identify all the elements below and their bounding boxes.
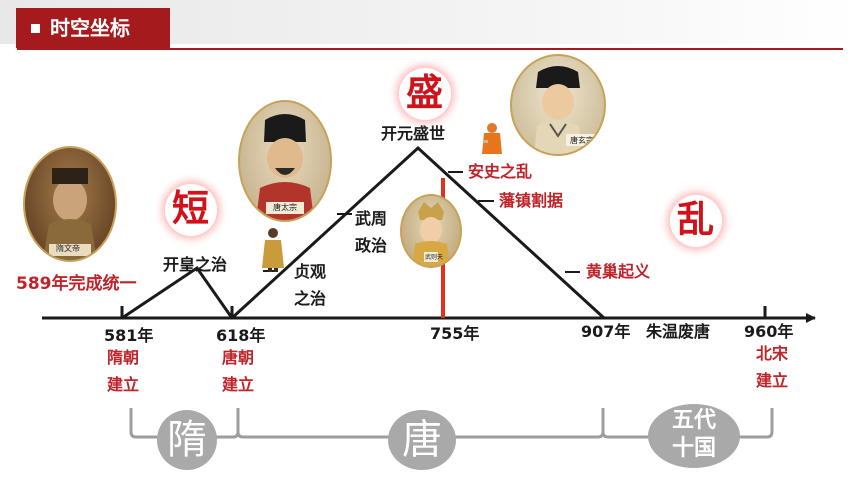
portrait-tang-taizong: 唐太宗	[238, 100, 332, 222]
dynasty-sui: 隋	[167, 417, 207, 463]
portrait-sui-wendi: 隋文帝	[23, 146, 117, 262]
portrait-wu-zetian-label: 武则天	[425, 254, 444, 261]
keyword-prosper: 盛	[406, 71, 443, 114]
year-960: 960年	[744, 322, 794, 341]
event-tang-founded: 唐朝 建立	[222, 348, 255, 394]
event-kaiyuan: 开元盛世	[381, 124, 446, 143]
dynasty-blob-wudai	[648, 404, 740, 468]
dynasty-blob-tang	[388, 410, 456, 470]
year-581: 581年	[104, 326, 154, 345]
portrait-sui-wendi-label: 隋文帝	[56, 244, 80, 253]
year-618: 618年	[216, 326, 266, 345]
figure-icon	[482, 123, 502, 154]
figure-icon	[262, 228, 284, 272]
keyword-chaos: 乱	[677, 198, 714, 241]
event-anshi: 安史之乱	[468, 162, 533, 181]
bullet-square-icon	[31, 24, 40, 33]
event-wuzhou: 武周 政治	[355, 209, 388, 255]
keyword-short: 短	[172, 187, 209, 230]
dynasty-tang: 唐	[402, 417, 442, 463]
portrait-tang-xuanzong-label: 唐玄宗	[570, 136, 594, 145]
event-zhuwen: 朱温废唐	[646, 322, 711, 341]
keyword-short-glow	[165, 184, 217, 236]
sui-trend-line	[121, 265, 234, 320]
title-box	[16, 8, 170, 48]
dynasty-wudai-shiguo: 五代 十国	[671, 408, 716, 461]
year-755: 755年	[430, 324, 480, 343]
portrait-tang-taizong-label: 唐太宗	[273, 203, 297, 212]
event-sui-founded: 隋朝 建立	[107, 348, 140, 394]
page-title: 时空坐标	[50, 16, 130, 40]
event-unification: 589年完成统一	[16, 274, 137, 294]
year-907: 907年	[581, 322, 631, 341]
portrait-wu-zetian: 武则天	[400, 194, 462, 268]
tang-trend-line	[230, 145, 606, 320]
dynasty-blob-sui	[157, 410, 217, 470]
keyword-prosper-glow	[399, 68, 451, 120]
event-kaihuang: 开皇之治	[163, 255, 228, 274]
event-zhenguan: 贞观 之治	[294, 262, 327, 308]
event-fanzhen: 藩镇割据	[499, 191, 564, 210]
event-song-founded: 北宋 建立	[756, 344, 789, 390]
event-huangchao: 黄巢起义	[586, 262, 651, 281]
header-divider	[17, 48, 843, 50]
keyword-chaos-glow	[670, 195, 722, 247]
portrait-tang-xuanzong: 唐玄宗	[510, 54, 606, 156]
